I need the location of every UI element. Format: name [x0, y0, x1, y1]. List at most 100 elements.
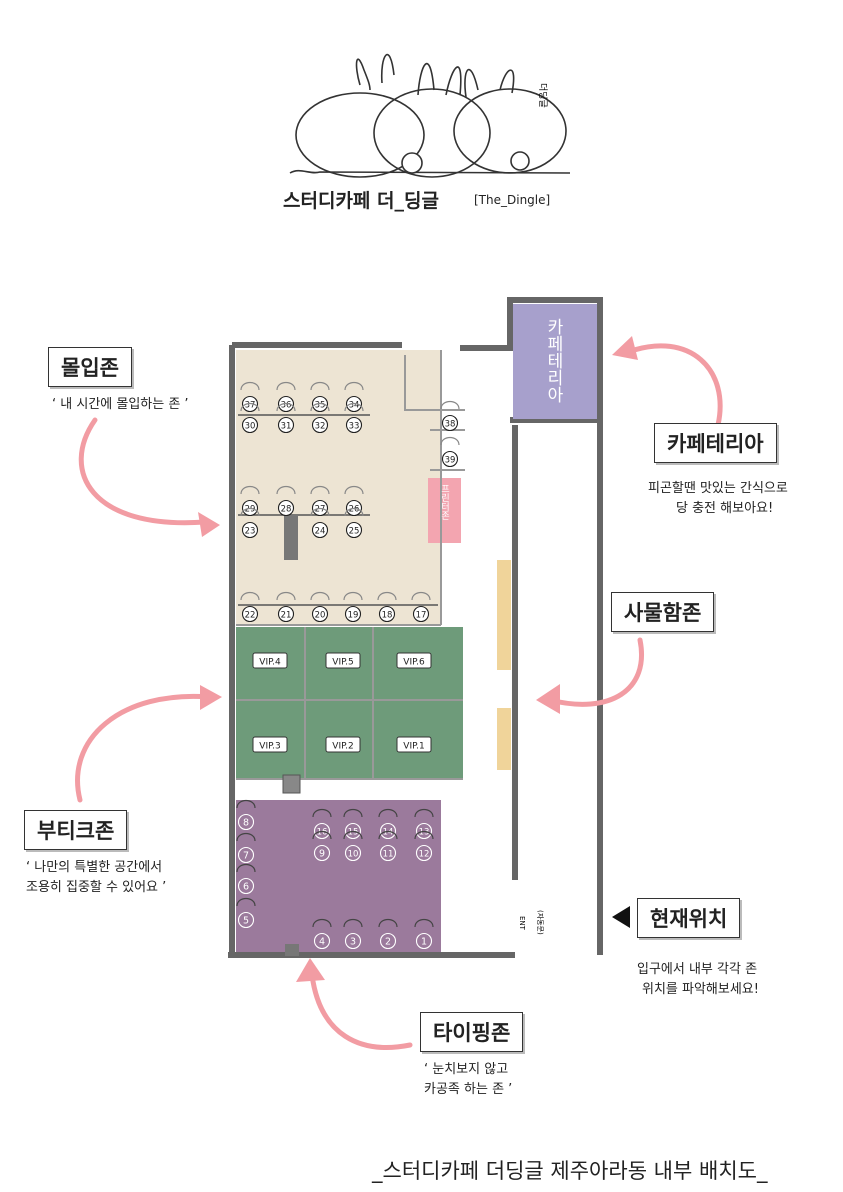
cafeteria-zone-note-2: 당 충전 해보아요! — [676, 501, 774, 516]
svg-text:17: 17 — [416, 610, 427, 620]
current-location-note-1: 입구에서 내부 각각 존 — [637, 962, 758, 977]
bunny-logo: 더딩글 — [289, 53, 571, 178]
seat-12: 12 — [414, 830, 434, 862]
seat-39: 39 — [440, 436, 460, 468]
arrow-cafeteria — [625, 343, 723, 428]
svg-text:VIP.6: VIP.6 — [403, 658, 425, 668]
seat-24: 24 — [310, 507, 330, 539]
seat-14: 14 — [378, 808, 398, 840]
svg-text:35: 35 — [315, 400, 326, 410]
svg-text:39: 39 — [445, 455, 456, 465]
seat-30: 30 — [240, 402, 260, 434]
svg-text:2: 2 — [385, 936, 391, 947]
vip-room-2: VIP.5 — [325, 652, 361, 669]
entrance-sub-label: (자동문) — [536, 910, 545, 935]
vip-room-3: VIP.6 — [396, 652, 432, 669]
svg-text:7: 7 — [243, 850, 249, 861]
seat-25: 25 — [344, 507, 364, 539]
svg-text:VIP.3: VIP.3 — [259, 742, 280, 752]
seat-7: 7 — [236, 832, 256, 864]
outer-walls — [228, 297, 603, 958]
seat-5: 5 — [236, 897, 256, 929]
seat-13: 13 — [414, 808, 434, 840]
svg-text:24: 24 — [315, 526, 326, 536]
svg-text:22: 22 — [245, 610, 256, 620]
arrow-immersion — [78, 417, 208, 526]
svg-text:25: 25 — [349, 526, 360, 536]
svg-text:29: 29 — [245, 504, 256, 514]
cafeteria-room — [513, 304, 597, 419]
seat-22: 22 — [240, 591, 260, 623]
seat-8: 8 — [236, 799, 256, 831]
vip-room-6: VIP.1 — [396, 736, 432, 753]
svg-text:6: 6 — [243, 881, 249, 892]
svg-text:VIP.1: VIP.1 — [403, 742, 424, 752]
boutique-zone — [236, 627, 463, 779]
locker-zone-label: 사물함존 — [611, 592, 715, 632]
vip-room-4: VIP.3 — [252, 736, 288, 753]
svg-text:11: 11 — [383, 849, 394, 859]
typing-zone-left — [236, 800, 301, 952]
svg-text:28: 28 — [281, 504, 292, 514]
brand-title: 스터디카페 더_딩글 — [283, 190, 439, 212]
svg-text:15: 15 — [348, 827, 359, 837]
svg-text:34: 34 — [349, 400, 360, 410]
svg-text:5: 5 — [243, 915, 249, 926]
pink-room-text: 프린터존 — [439, 484, 449, 520]
typing-zone-note-2: 카공족 하는 존 ’ — [424, 1082, 513, 1097]
current-location-pointer — [612, 906, 630, 928]
svg-text:VIP.2: VIP.2 — [332, 742, 353, 752]
svg-text:16: 16 — [317, 827, 328, 837]
vip-room-5: VIP.2 — [325, 736, 361, 753]
seat-18: 18 — [377, 591, 397, 623]
svg-text:23: 23 — [245, 526, 256, 536]
seat-17: 17 — [411, 591, 431, 623]
arrow-typing — [309, 972, 413, 1050]
seat-3: 3 — [343, 918, 363, 950]
arrow-boutique — [75, 693, 213, 803]
svg-text:38: 38 — [445, 419, 456, 429]
typing-zone-note-1: ‘ 눈치보지 않고 — [424, 1062, 509, 1077]
pink-room — [428, 478, 461, 543]
current-location-note-2: 위치를 파악해보세요! — [642, 982, 759, 997]
logo-small-text: 더딩글 — [537, 83, 548, 108]
seat-31: 31 — [276, 402, 296, 434]
svg-text:12: 12 — [419, 849, 430, 859]
boutique-zone-note-2: 조용히 집중할 수 있어요 ’ — [26, 880, 167, 895]
entrance-label: ENT — [518, 916, 526, 931]
seat-4: 4 — [312, 918, 332, 950]
svg-text:21: 21 — [281, 610, 292, 620]
svg-text:14: 14 — [383, 827, 394, 837]
seat-2: 2 — [378, 918, 398, 950]
svg-text:1: 1 — [421, 936, 427, 947]
svg-text:27: 27 — [315, 504, 326, 514]
svg-text:10: 10 — [348, 849, 359, 859]
svg-text:36: 36 — [281, 400, 292, 410]
immersion-zone-label: 몰입존 — [48, 347, 132, 387]
seat-16: 16 — [312, 808, 332, 840]
seat-19: 19 — [343, 591, 363, 623]
cafeteria-zone-note-1: 피곤할땐 맛있는 간식으로 — [648, 481, 788, 496]
arrow-locker — [547, 637, 644, 707]
seat-15: 15 — [343, 808, 363, 840]
seat-6: 6 — [236, 863, 256, 895]
svg-text:4: 4 — [319, 936, 325, 947]
typing-zone-label: 타이핑존 — [420, 1012, 524, 1052]
svg-text:9: 9 — [319, 848, 325, 859]
svg-text:13: 13 — [419, 827, 430, 837]
locker-strip-top — [497, 560, 511, 670]
footer-caption: _스터디카페 더딩글 제주아라동 내부 배치도_ — [372, 1159, 768, 1183]
seat-23: 23 — [240, 507, 260, 539]
locker-strip-bottom — [497, 708, 511, 770]
vip-room-1: VIP.4 — [252, 652, 288, 669]
svg-text:8: 8 — [243, 817, 249, 828]
seat-20: 20 — [310, 591, 330, 623]
seat-11: 11 — [378, 830, 398, 862]
seat-1: 1 — [414, 918, 434, 950]
svg-text:33: 33 — [349, 421, 360, 431]
svg-text:37: 37 — [245, 400, 256, 410]
svg-text:31: 31 — [281, 421, 292, 431]
current-location-label: 현재위치 — [637, 898, 741, 938]
svg-text:26: 26 — [349, 504, 360, 514]
